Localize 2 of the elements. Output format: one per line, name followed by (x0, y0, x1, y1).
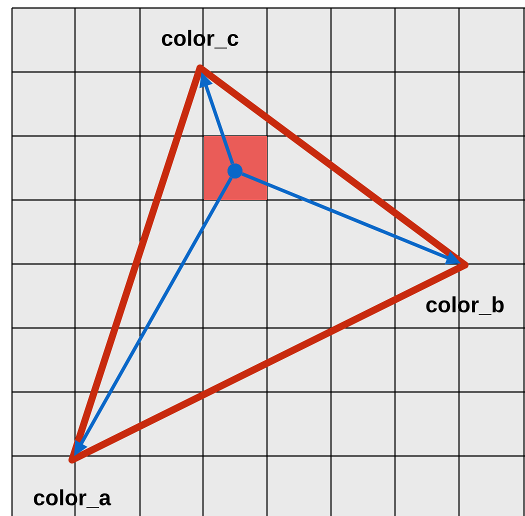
triangle-side (68, 64, 204, 464)
triangle-side (196, 64, 468, 268)
